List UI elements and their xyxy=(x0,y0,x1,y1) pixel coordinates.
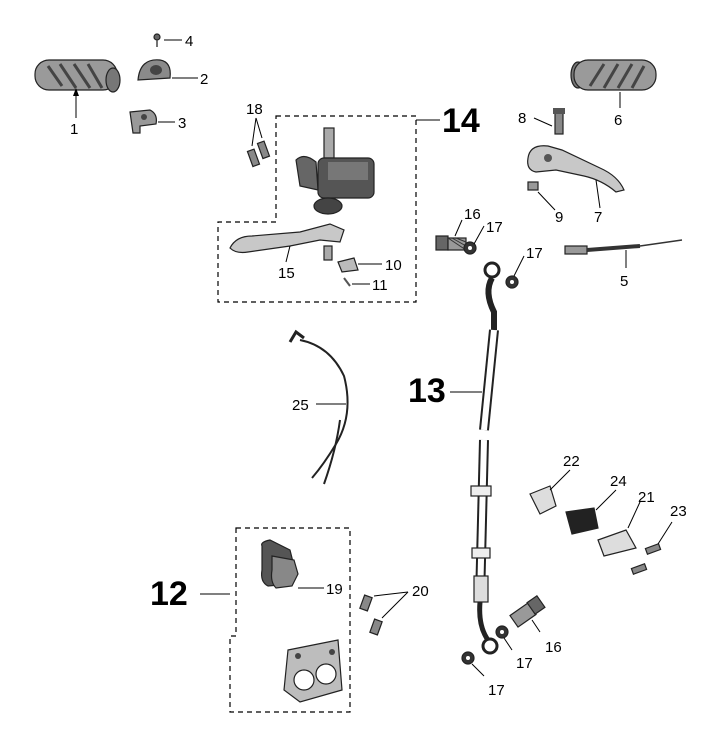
label-16a: 16 xyxy=(464,206,481,223)
label-6: 6 xyxy=(614,112,622,129)
label-17b: 17 xyxy=(526,245,543,262)
part-bracket-22 xyxy=(529,485,557,515)
part-clamp-3 xyxy=(129,109,157,134)
part-left-grip xyxy=(34,59,121,93)
label-24: 24 xyxy=(610,473,627,490)
part-washer-17c xyxy=(495,625,509,639)
part-right-lever-7 xyxy=(527,145,625,193)
leader-18b xyxy=(255,117,263,139)
leader-1 xyxy=(73,88,79,118)
part-left-lever-15 xyxy=(229,223,345,261)
label-15: 15 xyxy=(278,265,295,282)
label-17d: 17 xyxy=(488,682,505,699)
label-13: 13 xyxy=(408,372,446,410)
label-9: 9 xyxy=(555,209,563,226)
label-2: 2 xyxy=(200,71,208,88)
part-banjo-bolt-16-top xyxy=(435,235,467,251)
label-10: 10 xyxy=(385,257,402,274)
label-23: 23 xyxy=(670,503,687,520)
label-8: 8 xyxy=(518,110,526,127)
label-20: 20 xyxy=(412,583,429,600)
part-washer-17b xyxy=(505,275,519,289)
part-rubber-24 xyxy=(565,507,599,535)
label-1: 1 xyxy=(70,121,78,138)
label-16b: 16 xyxy=(545,639,562,656)
leader-9 xyxy=(537,191,556,211)
label-25: 25 xyxy=(292,397,309,414)
label-5: 5 xyxy=(620,273,628,290)
leader-7 xyxy=(595,179,601,209)
leader-21 xyxy=(627,501,641,529)
group-14-box xyxy=(217,115,417,303)
part-washer-17a xyxy=(463,241,477,255)
part-switch-10 xyxy=(337,257,359,273)
part-right-grip xyxy=(570,59,657,91)
leader-16b xyxy=(531,619,541,633)
leader-8 xyxy=(533,117,553,127)
label-12: 12 xyxy=(150,575,188,613)
part-screw-11 xyxy=(343,277,351,287)
part-cable-5 xyxy=(564,239,683,255)
part-screw-4 xyxy=(153,33,161,47)
leader-18a xyxy=(251,117,257,147)
leader-23 xyxy=(657,521,673,545)
part-end-cap-2 xyxy=(137,59,171,81)
label-18: 18 xyxy=(246,101,263,118)
label-7: 7 xyxy=(594,209,602,226)
part-master-cylinder xyxy=(295,127,375,215)
label-17a: 17 xyxy=(486,219,503,236)
label-11: 11 xyxy=(372,277,388,294)
label-21: 21 xyxy=(638,489,655,506)
part-wire-harness-25 xyxy=(288,329,349,485)
label-3: 3 xyxy=(178,115,186,132)
part-washer-17d xyxy=(461,651,475,665)
part-caliper xyxy=(283,639,343,703)
label-4: 4 xyxy=(185,33,193,50)
part-bolts-20 xyxy=(359,594,383,636)
leader-17b xyxy=(513,255,525,277)
leader-17a xyxy=(473,225,485,245)
part-banjo-bolt-16-bottom xyxy=(509,594,546,628)
label-14: 14 xyxy=(442,102,480,140)
leader-22 xyxy=(549,469,571,491)
part-screws-23 xyxy=(630,543,662,575)
label-19: 19 xyxy=(326,581,343,598)
part-bolts-18 xyxy=(246,140,271,168)
leader-17c xyxy=(503,637,513,651)
part-brake-hose-13 xyxy=(470,261,501,655)
leader-24 xyxy=(595,489,617,511)
label-22: 22 xyxy=(563,453,580,470)
leader-20b xyxy=(381,591,409,619)
leader-15 xyxy=(285,245,291,263)
part-bolt-8 xyxy=(553,108,565,135)
leader-17d xyxy=(471,663,485,677)
label-17c: 17 xyxy=(516,655,533,672)
part-brake-pads-19 xyxy=(261,539,299,589)
part-bushing-9 xyxy=(527,181,539,191)
leader-16a xyxy=(454,219,463,237)
leader-20a xyxy=(373,591,409,597)
group-12-box xyxy=(229,527,351,713)
part-bracket-21 xyxy=(597,529,637,557)
